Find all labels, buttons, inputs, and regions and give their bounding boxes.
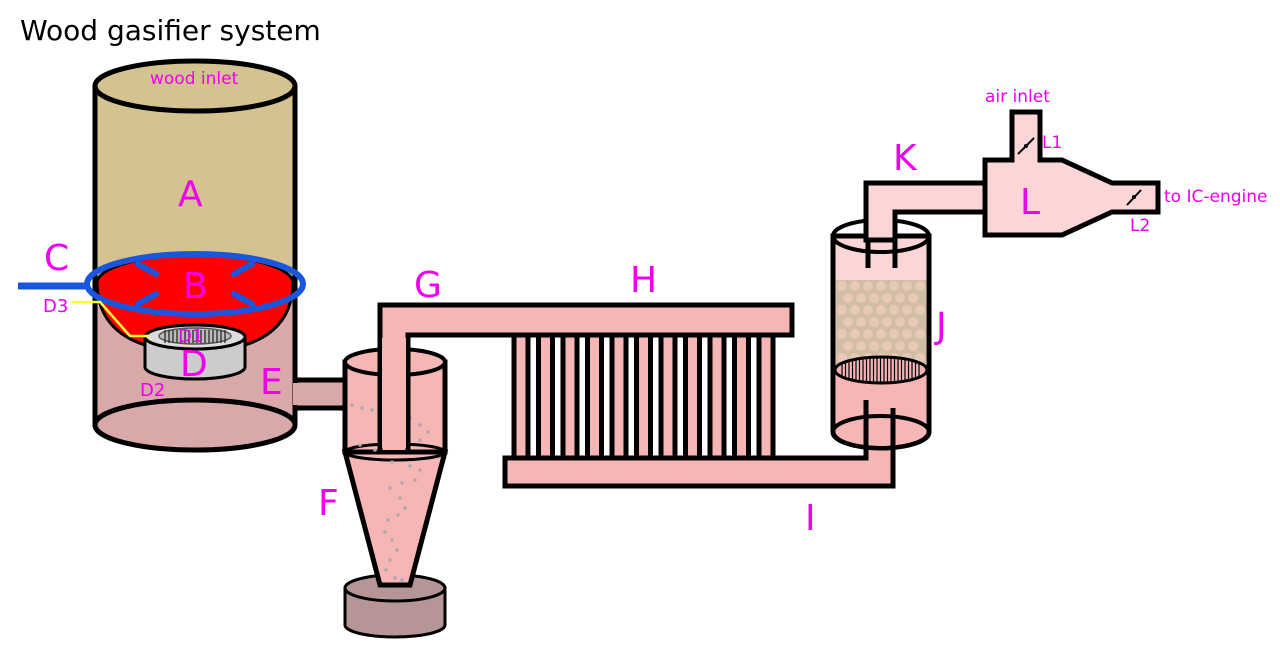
label-to-engine: to IC-engine — [1164, 187, 1267, 207]
cooler-tube — [658, 332, 678, 462]
label-i: I — [805, 498, 816, 539]
outlet-pipe — [292, 377, 353, 411]
label-wood-inlet: wood inlet — [150, 69, 239, 89]
label-l2: L2 — [1130, 216, 1150, 236]
label-k: K — [893, 138, 918, 179]
wood-hopper — [95, 90, 295, 285]
label-d2: D2 — [140, 380, 165, 401]
filter-mesh-hatch — [841, 357, 920, 383]
label-e: E — [260, 362, 283, 403]
cooler-tube — [536, 332, 555, 462]
air-nozzles — [135, 261, 255, 307]
cyclone-cone — [341, 449, 449, 588]
thermocouple-wire — [72, 300, 148, 338]
cooler-tube — [560, 332, 580, 462]
cooler-tube — [634, 332, 653, 462]
diagram-title: Wood gasifier system — [20, 14, 321, 47]
grate — [143, 323, 247, 381]
filter-pebbles — [837, 281, 925, 363]
gasifier — [18, 58, 353, 453]
cooler-tube — [683, 332, 702, 462]
label-j: J — [934, 306, 947, 347]
cooler-tube — [707, 332, 727, 462]
cooler-tube — [732, 332, 751, 462]
cooler-tube — [585, 332, 604, 462]
label-f: F — [318, 483, 339, 524]
cooler-tube — [511, 332, 531, 462]
labels: wood inlet A B C D D1 D2 D3 E F G H I J … — [43, 69, 1267, 539]
label-l1: L1 — [1042, 133, 1062, 153]
cooler-tube — [756, 332, 776, 462]
cooler-tubes — [511, 332, 776, 462]
filter — [830, 212, 932, 455]
mixer — [863, 109, 1161, 243]
gasifier-bottom — [92, 397, 298, 453]
label-l: L — [1020, 182, 1040, 223]
cooler — [377, 302, 896, 489]
label-c: C — [44, 238, 69, 279]
grate-hatch — [164, 330, 226, 343]
label-g: G — [414, 265, 442, 306]
cooler-tube — [609, 332, 629, 462]
label-d1: D1 — [178, 326, 203, 347]
label-d: D — [180, 344, 208, 385]
label-h: H — [630, 260, 657, 301]
label-b: B — [183, 266, 208, 307]
label-a: A — [178, 174, 203, 215]
label-air-inlet: air inlet — [985, 87, 1050, 107]
label-d3: D3 — [43, 296, 68, 317]
